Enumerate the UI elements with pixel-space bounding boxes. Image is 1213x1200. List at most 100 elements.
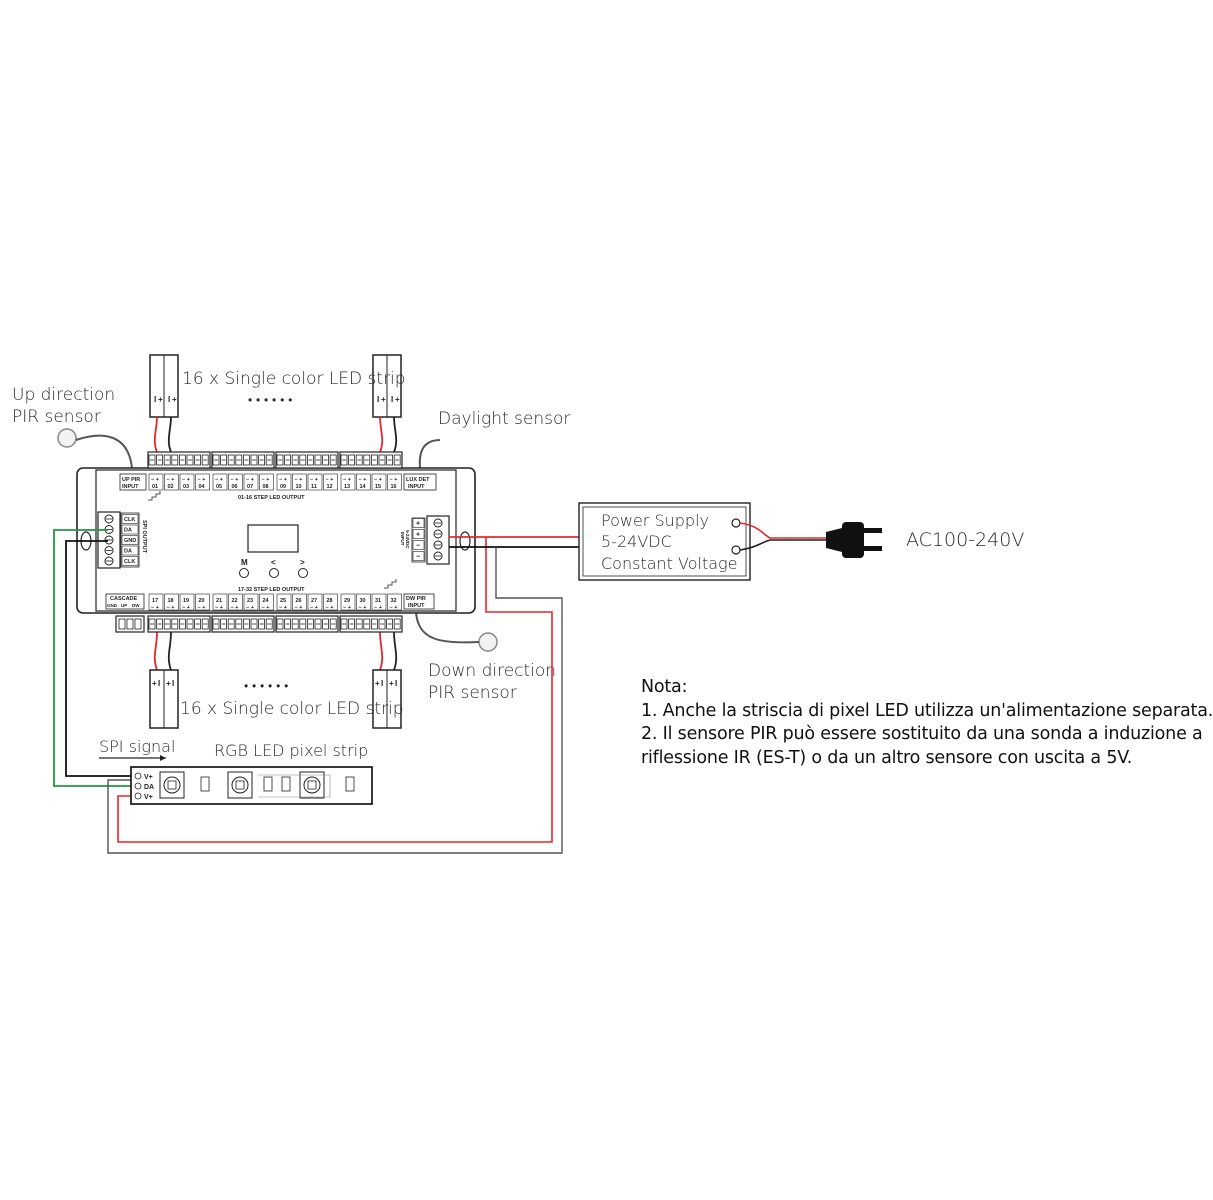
svg-text:− +: − + [390, 605, 398, 611]
svg-text:− +: − + [198, 477, 206, 483]
channel-label: 01 [152, 484, 158, 490]
svg-text:− +: − + [374, 477, 382, 483]
channel-label: 02 [168, 484, 174, 490]
svg-text:− +: − + [310, 605, 318, 611]
down-pir-sensor-icon [478, 632, 498, 652]
svg-text:+: + [158, 395, 163, 404]
stair-icon-bottom [384, 579, 397, 589]
ac-plug: AC100-240V [826, 522, 1024, 558]
svg-text:− +: − + [343, 477, 351, 483]
svg-text:− +: − + [215, 605, 223, 611]
power-supply: Power Supply 5-24VDC Constant Voltage [578, 502, 828, 581]
down-pir-cable [415, 611, 480, 644]
input-pin-label: − [416, 543, 420, 550]
spi-output-label: SPI OUTPUT [141, 520, 147, 554]
resistor [200, 776, 210, 792]
input-pin-label: − [416, 554, 420, 561]
resistor [281, 776, 291, 792]
pixel-strip-label: RGB LED pixel strip [214, 741, 368, 760]
resistor [345, 776, 355, 792]
cascade-up: UP [121, 603, 127, 608]
up-pir-sensor: Up direction PIR sensor [12, 385, 133, 469]
daylight-sensor: Daylight sensor [418, 409, 570, 469]
spi-pin-label: CLK [124, 517, 135, 523]
down-pir-sensor: Down direction PIR sensor [415, 611, 556, 703]
top-strip-dots: • • • • • • [248, 393, 292, 407]
button-next-label: > [300, 558, 305, 567]
channel-label: 04 [199, 484, 206, 490]
channel-label: 19 [183, 598, 189, 604]
svg-text:− +: − + [167, 477, 175, 483]
red-strip-power-wire [117, 537, 553, 843]
lux-det-input-label-2: INPUT [408, 484, 425, 490]
channel-label: 24 [263, 598, 270, 604]
down-pir-label-1: Down direction [428, 661, 556, 681]
svg-text:+: + [395, 395, 400, 404]
up-pir-label-2: PIR sensor [12, 407, 101, 427]
button-m[interactable] [239, 568, 249, 578]
up-pir-sensor-icon [57, 428, 77, 448]
note-line-3: riflessione IR (ES-T) o da un altro sens… [641, 747, 1133, 768]
bottom-channel-labels: 17− +18− +19− +20− +21− +22− +23− +24− +… [148, 593, 402, 611]
svg-text:− +: − + [279, 477, 287, 483]
svg-text:I: I [168, 395, 170, 404]
button-prev[interactable] [269, 568, 279, 578]
channel-label: 25 [280, 598, 286, 604]
cascade-label: CASCADE [110, 596, 138, 602]
svg-text:− +: − + [151, 477, 159, 483]
channel-label: 13 [344, 484, 350, 490]
up-pir-cable [75, 434, 133, 469]
svg-text:− +: − + [182, 477, 190, 483]
bottom-led-strips: + I + I + I + I • • • • • • 16 x Single … [149, 631, 404, 729]
svg-text:− +: − + [215, 477, 223, 483]
svg-text:I: I [154, 395, 156, 404]
note-title: Nota: [641, 677, 688, 697]
svg-text:− +: − + [326, 605, 334, 611]
svg-text:− +: − + [262, 605, 270, 611]
cascade-gnd: GND [107, 603, 118, 608]
power-supply-box [578, 502, 751, 581]
svg-text:− +: − + [198, 605, 206, 611]
spi-pin-label: DA [124, 528, 132, 534]
spi-signal-label: SPI signal [99, 737, 175, 756]
svg-text:− +: − + [374, 605, 382, 611]
bottom-strip-label: 16 x Single color LED strip [180, 699, 404, 719]
plug-icon [842, 522, 864, 558]
svg-text:− +: − + [167, 605, 175, 611]
lux-det-input-label-1: LUX DET [406, 477, 430, 483]
psu-line-3: Constant Voltage [601, 554, 737, 573]
cascade-dw: DW [132, 603, 140, 608]
svg-text:− +: − + [295, 477, 303, 483]
bottom-output-label: 17-32 STEP LED OUTPUT [238, 587, 305, 593]
svg-text:− +: − + [262, 477, 270, 483]
psu-line-1: Power Supply [601, 511, 709, 530]
svg-text:I: I [381, 679, 383, 688]
green-data-wire [53, 529, 133, 787]
ac-label: AC100-240V [906, 529, 1024, 551]
channel-label: 20 [199, 598, 205, 604]
arrow-right-icon [160, 755, 166, 761]
svg-text:I: I [172, 679, 174, 688]
channel-label: 18 [168, 598, 174, 604]
channel-label: 12 [327, 484, 333, 490]
svg-text:I: I [377, 395, 379, 404]
button-next[interactable] [298, 568, 308, 578]
svg-text:− +: − + [151, 605, 159, 611]
channel-label: 09 [280, 484, 286, 490]
channel-label: 28 [327, 598, 333, 604]
dw-pir-input-label-2: INPUT [408, 603, 425, 609]
resistor [263, 776, 273, 792]
svg-text:I: I [158, 679, 160, 688]
svg-text:− +: − + [359, 477, 367, 483]
button-prev-label: < [271, 558, 276, 567]
svg-text:+: + [381, 395, 386, 404]
svg-text:− +: − + [246, 605, 254, 611]
svg-text:− +: − + [279, 605, 287, 611]
dw-pir-input-label-1: DW PIR [406, 596, 426, 602]
strip-pin-da: DA [144, 784, 154, 791]
daylight-label: Daylight sensor [438, 409, 570, 429]
bottom-strip-dots: • • • • • • [244, 679, 288, 693]
spi-pin-label: DA [124, 549, 132, 555]
svg-text:+: + [166, 679, 171, 688]
